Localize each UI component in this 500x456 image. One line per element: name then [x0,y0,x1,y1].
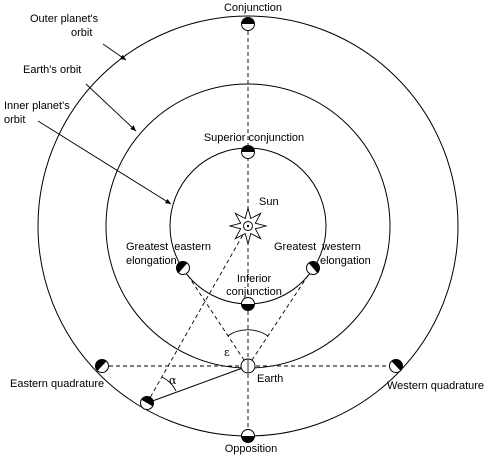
planet-conjunction-icon [241,17,255,31]
label-greatest-eastern-line2: elongation [126,255,177,267]
label-greatest-western-line2: elongation [320,255,371,267]
label-opposition: Opposition [225,443,278,455]
label-western-quadrature: Western quadrature [387,380,484,392]
label-sun: Sun [259,196,279,208]
planet-western-quadrature-icon [389,359,403,373]
label-earth-orbit: Earth's orbit [23,64,81,76]
label-earth: Earth [257,373,283,385]
label-greatest-eastern-line1: Greatest eastern [126,241,211,253]
label-eastern-quadrature: Eastern quadrature [10,378,104,390]
epsilon-angle-arc [227,329,269,337]
planet-greatest-western-elongation-icon [306,261,320,275]
planet-opposition-icon [241,429,255,443]
planet-alpha-position-icon [140,396,154,410]
planet-to-earth-line [146,365,249,404]
label-epsilon: ε [224,346,230,359]
label-outer-orbit-line1: Outer planet's [30,13,99,25]
label-inferior-line1: Inferior [237,273,272,285]
label-alpha: α [169,374,177,387]
planet-superior-conjunction-icon [241,145,255,159]
label-inferior-line2: conjunction [226,286,282,298]
planet-inferior-conjunction-icon [241,297,255,311]
label-greatest-western-line1: Greatest western [274,241,361,253]
earth-orbit-arrow [85,83,137,132]
label-inner-orbit-line2: orbit [4,114,25,126]
label-superior-conjunction: Superior conjunction [204,132,304,144]
label-conjunction: Conjunction [224,2,282,14]
planet-greatest-eastern-elongation-icon [176,261,190,275]
sun-icon [228,206,268,246]
planet-to-sun-line [146,225,249,404]
earth-to-eastern-elongation-line [182,267,249,367]
alpha-angle-arc [161,376,177,392]
label-outer-orbit-line2: orbit [71,27,92,39]
label-inner-orbit-line1: Inner planet's [4,100,70,112]
earth-to-western-elongation-line [247,267,314,367]
inner-orbit-arrow [37,120,172,205]
earth-icon [240,358,256,374]
planet-eastern-quadrature-icon [95,359,109,373]
outer-orbit-arrow [102,43,127,61]
